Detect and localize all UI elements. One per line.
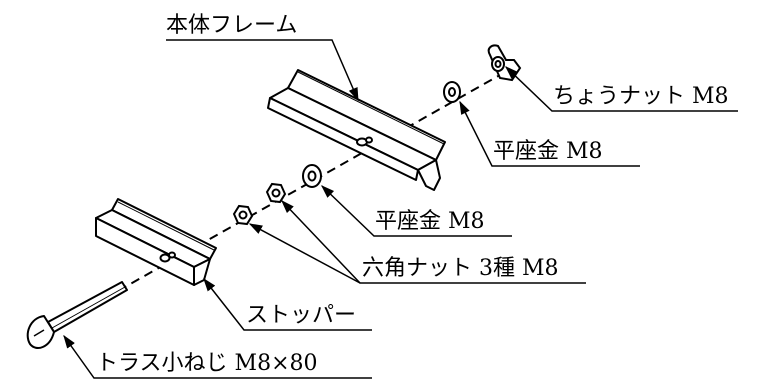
stopper xyxy=(95,198,217,286)
wing-nut xyxy=(487,44,522,82)
flat-washer-mid xyxy=(302,164,322,188)
main-frame xyxy=(267,69,446,191)
label-wing-nut: ちょうナット M8 xyxy=(553,84,729,109)
assembly-axis xyxy=(39,74,501,336)
label-hex-nut: 六角ナット 3種 M8 xyxy=(362,256,559,281)
flat-washer-top xyxy=(443,81,461,103)
label-flat-washer-mid: 平座金 M8 xyxy=(375,209,485,234)
hex-nut-right xyxy=(265,182,287,204)
label-flat-washer-top: 平座金 M8 xyxy=(493,139,603,164)
label-main-frame: 本体フレーム xyxy=(166,13,298,38)
truss-screw xyxy=(26,281,128,349)
label-truss-screw: トラス小ねじ M8×80 xyxy=(96,351,318,376)
hex-nut-left xyxy=(232,204,254,226)
label-stopper: ストッパー xyxy=(246,303,357,328)
leader-lines xyxy=(63,39,738,379)
